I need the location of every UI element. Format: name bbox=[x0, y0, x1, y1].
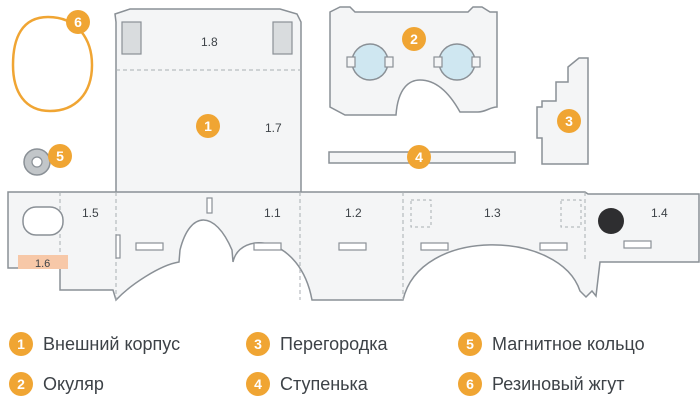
panel-label-1-4: 1.4 bbox=[651, 206, 668, 220]
legend-label: Ступенька bbox=[280, 373, 368, 394]
legend-label: Магнитное кольцо bbox=[492, 333, 645, 354]
slot bbox=[420, 242, 449, 251]
legend-item-eyepiece: 2 Окуляр bbox=[9, 370, 104, 398]
svg-text:4: 4 bbox=[415, 149, 423, 165]
panel-label-1-5: 1.5 bbox=[82, 206, 99, 220]
tab-slot bbox=[272, 21, 293, 55]
legend-item-outer-case: 1 Внешний корпус bbox=[9, 330, 180, 358]
panel-label-1-2: 1.2 bbox=[345, 206, 362, 220]
legend-item-magnet-ring: 5 Магнитное кольцо bbox=[458, 330, 645, 358]
svg-text:6: 6 bbox=[74, 14, 82, 30]
slot bbox=[206, 197, 213, 214]
legend-label: Внешний корпус bbox=[43, 333, 181, 354]
slot bbox=[115, 234, 121, 259]
eyepiece-panel bbox=[329, 6, 498, 116]
right-lens bbox=[433, 43, 481, 81]
legend-badge: 2 bbox=[9, 372, 33, 396]
slot bbox=[539, 242, 568, 251]
badge-3: 3 bbox=[557, 109, 581, 133]
rubber-band bbox=[11, 15, 94, 113]
legend-badge: 4 bbox=[246, 372, 270, 396]
panel-label-1-7: 1.7 bbox=[265, 121, 282, 135]
legend-label: Резиновый жгут bbox=[492, 373, 625, 394]
legend-item-step: 4 Ступенька bbox=[246, 370, 368, 398]
badge-4: 4 bbox=[407, 145, 431, 169]
slot bbox=[135, 242, 164, 251]
panel-label-1-6: 1.6 bbox=[35, 258, 50, 270]
slot bbox=[338, 242, 367, 251]
label-highlight bbox=[18, 255, 68, 269]
magnet-ring bbox=[23, 148, 51, 176]
slot bbox=[623, 240, 652, 249]
legend-label: Перегородка bbox=[280, 333, 388, 354]
left-lens bbox=[346, 43, 394, 81]
legend-item-rubber-band: 6 Резиновый жгут bbox=[458, 370, 625, 398]
legend-label: Окуляр bbox=[43, 373, 104, 394]
legend-badge: 5 bbox=[458, 332, 482, 356]
placement-mark bbox=[560, 199, 582, 228]
magnet-hole bbox=[598, 208, 624, 234]
phone-window bbox=[22, 206, 64, 236]
legend-badge: 6 bbox=[458, 372, 482, 396]
panel-label-1-8: 1.8 bbox=[201, 35, 218, 49]
svg-text:2: 2 bbox=[410, 31, 418, 47]
slot bbox=[253, 242, 282, 251]
badge-2: 2 bbox=[402, 27, 426, 51]
panel-label-1-1: 1.1 bbox=[264, 206, 281, 220]
badge-5: 5 bbox=[48, 144, 72, 168]
tab-slot bbox=[121, 21, 142, 55]
legend-badge: 3 bbox=[246, 332, 270, 356]
placement-mark bbox=[410, 199, 432, 228]
badge-1: 1 bbox=[196, 114, 220, 138]
legend-item-partition: 3 Перегородка bbox=[246, 330, 388, 358]
panel-label-1-3: 1.3 bbox=[484, 206, 501, 220]
svg-text:5: 5 bbox=[56, 148, 64, 164]
svg-text:3: 3 bbox=[565, 113, 573, 129]
legend-badge: 1 bbox=[9, 332, 33, 356]
svg-text:1: 1 bbox=[204, 118, 212, 134]
outer-case-top-flap bbox=[114, 8, 302, 194]
badge-6: 6 bbox=[66, 10, 90, 34]
